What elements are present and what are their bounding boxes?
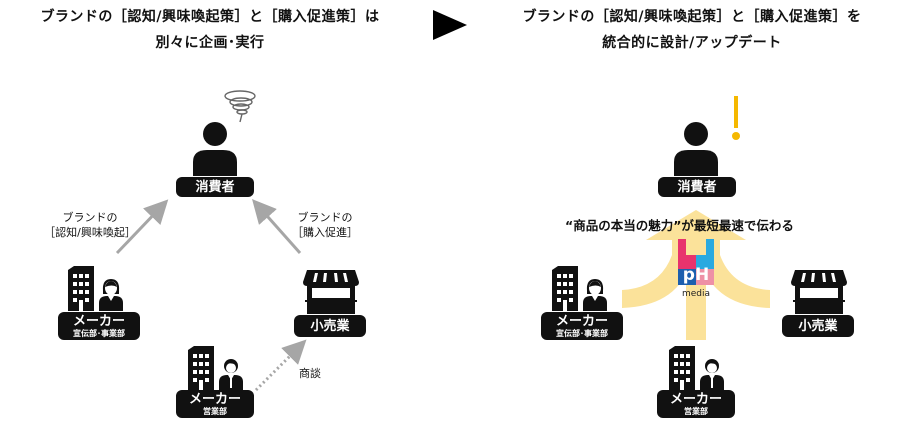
awareness-caption: ブランドの ［認知/興味喚起］ (40, 210, 140, 240)
right-title-line2: 統合的に設計/アップデート (602, 35, 782, 51)
businesswoman-icon (583, 279, 607, 311)
consumer-label-text: 消費者 (195, 179, 235, 195)
businessman-icon (700, 359, 724, 390)
left-title: ブランドの［認知/興味喚起策］と［購入促進策］は 別々に企画･実行 (10, 4, 410, 56)
businesswoman-icon (99, 279, 123, 311)
maker-pr-label-right: メーカー 宣伝部･事業部 (541, 312, 623, 340)
ph-media-logo: pH media (678, 239, 714, 299)
play-triangle-icon (433, 10, 467, 40)
building-icon (188, 346, 214, 391)
maker-sales-sub-right-text: 営業部 (684, 406, 708, 416)
retailer-label: 小売業 (294, 315, 366, 337)
awareness-caption-line2: ［認知/興味喚起］ (44, 226, 136, 239)
left-title-line2: 別々に企画･実行 (155, 35, 265, 51)
svg-text:pH: pH (683, 265, 709, 285)
confused-swirl-icon (224, 90, 256, 123)
promotion-caption: ブランドの ［購入促進］ (280, 210, 370, 240)
promotion-caption-line2: ［購入促進］ (292, 226, 358, 239)
right-title: ブランドの［認知/興味喚起策］と［購入促進策］を 統合的に設計/アップデート (482, 4, 900, 56)
retailer-label-text: 小売業 (310, 318, 350, 334)
awareness-caption-line1: ブランドの (62, 211, 118, 224)
maker-sales-label-right: メーカー 営業部 (657, 390, 735, 418)
retailer-label-right-text: 小売業 (798, 318, 838, 334)
building-icon (552, 266, 578, 311)
maker-pr-label: メーカー 宣伝部･事業部 (58, 312, 140, 340)
maker-pr-sub-text: 宣伝部･事業部 (73, 328, 125, 338)
slogan-text: “商品の本当の魅力”が最短最速で伝わる (565, 218, 794, 233)
building-icon (68, 266, 94, 311)
negotiation-caption: 商談 (299, 367, 321, 380)
store-icon (791, 270, 847, 314)
maker-sales-label: メーカー 営業部 (176, 390, 254, 418)
store-icon (303, 270, 359, 314)
consumer-label-right-text: 消費者 (677, 179, 717, 195)
svg-text:media: media (682, 289, 710, 299)
maker-sales-label-text: メーカー (188, 391, 241, 407)
consumer-label-right: 消費者 (658, 177, 736, 197)
left-title-line1: ブランドの［認知/興味喚起策］と［購入促進策］は (40, 9, 380, 25)
maker-sales-label-right-text: メーカー (669, 391, 722, 407)
maker-sales-sub-text: 営業部 (203, 406, 227, 416)
promotion-caption-line1: ブランドの (297, 211, 353, 224)
consumer-person-icon (674, 122, 718, 176)
consumer-label: 消費者 (176, 177, 254, 197)
exclamation-icon (732, 96, 740, 140)
maker-pr-label-text: メーカー (72, 313, 125, 329)
right-title-line1: ブランドの［認知/興味喚起策］と［購入促進策］を (522, 9, 862, 25)
consumer-person-icon (193, 122, 237, 176)
maker-pr-sub-right-text: 宣伝部･事業部 (556, 328, 608, 338)
businessman-icon (219, 359, 243, 390)
retailer-label-right: 小売業 (782, 315, 854, 337)
building-icon (669, 346, 695, 391)
maker-pr-label-right-text: メーカー (555, 313, 608, 329)
